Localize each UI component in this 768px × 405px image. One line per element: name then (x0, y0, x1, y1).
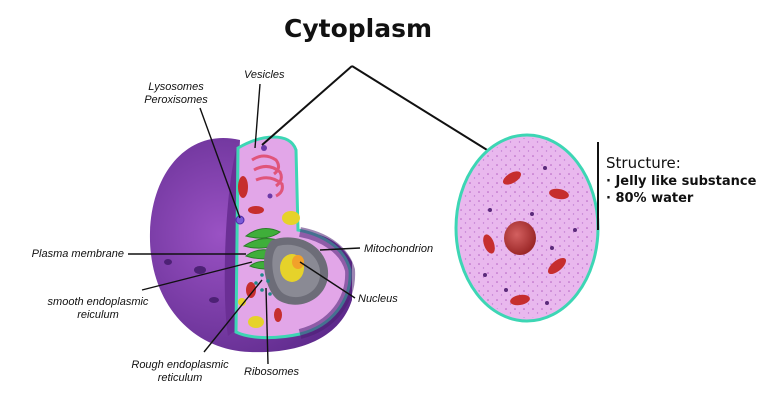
structure-point-2: · 80% water (606, 191, 694, 206)
mitochondrion-shape (246, 282, 256, 298)
smooth-er-label: smooth endoplasmic reiculum (38, 296, 158, 322)
surface-spot (164, 259, 172, 265)
nucleus-label: Nucleus (358, 293, 398, 305)
mitochondrion-shape (274, 308, 282, 322)
vesicles-label: Vesicles (244, 69, 285, 81)
rough-er-label: Rough endoplasmic reticulum (120, 359, 240, 385)
oval-mitochondria (483, 171, 569, 306)
vesicle-circle (267, 193, 273, 199)
yellow-vesicle (238, 298, 246, 306)
structure-heading: Structure: (606, 154, 681, 172)
mitochondrion-shape (248, 206, 264, 214)
vesicle-circle (261, 145, 267, 151)
surface-spot (209, 297, 219, 303)
lysosomes-label-text: Lysosomes (148, 81, 204, 93)
ribosomes-label: Ribosomes (244, 366, 300, 378)
peroxisomes-label-text: Peroxisomes (144, 94, 208, 106)
rough-er-pink (251, 154, 284, 198)
rough-er-label-line1: Rough endoplasmic (131, 359, 229, 371)
oval-nucleus (504, 221, 536, 255)
lysosomes-label: Lysosomes Peroxisomes (136, 81, 216, 107)
structure-box: Structure: · Jelly like substance · 80% … (606, 154, 756, 207)
structure-point-1: · Jelly like substance (606, 174, 757, 189)
mitochondrion-shape (238, 176, 248, 198)
rough-er-label-line2: reticulum (157, 372, 203, 384)
cell-lower-rim (298, 227, 356, 339)
oval-dark-dots (483, 166, 577, 305)
cytoplasm-oval (454, 133, 600, 323)
smooth-er-label-line2: reiculum (77, 309, 119, 321)
nucleus-shape (264, 237, 329, 305)
mitochondrion-label: Mitochondrion (364, 243, 434, 255)
plasma-membrane-label: Plasma membrane (31, 248, 124, 260)
label-leader-lines (128, 83, 361, 365)
ribosome-dots (254, 273, 272, 296)
cell-cut-back (224, 150, 236, 336)
page-title: Cytoplasm (283, 14, 433, 43)
yellow-vesicle (282, 211, 300, 225)
yellow-vesicle (248, 316, 264, 328)
smooth-er-label-line1: smooth endoplasmic (47, 296, 149, 308)
title-arrow (261, 65, 502, 160)
surface-spot (194, 266, 206, 274)
animal-cell-cutaway (149, 135, 356, 353)
